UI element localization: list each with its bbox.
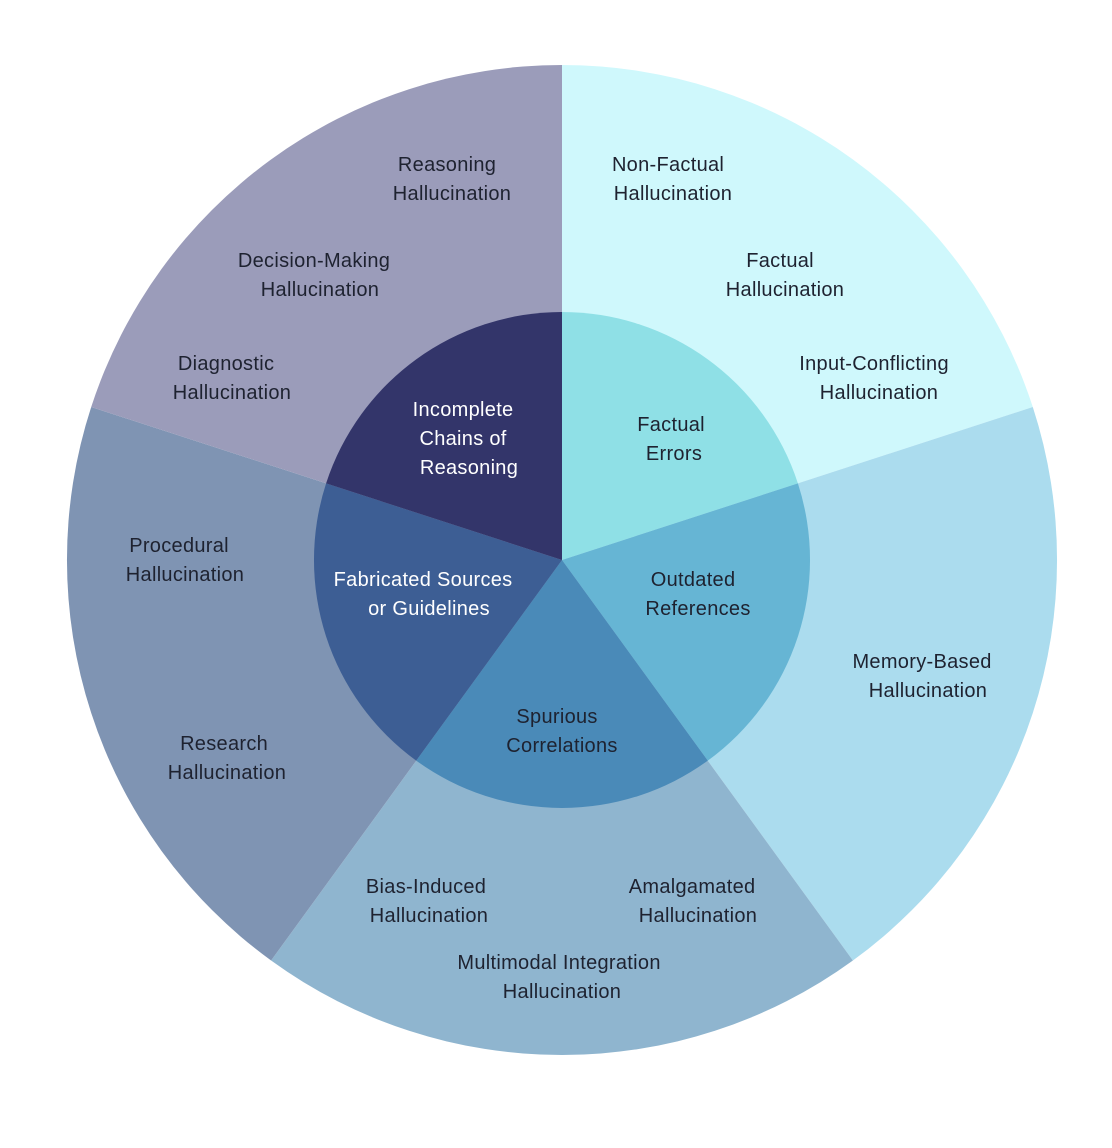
outer-label-reasoning-hallucination: Reasoning Hallucination [393, 154, 511, 205]
inner-sector-incomplete-chains [326, 312, 562, 560]
outer-label-non-factual-hallucination: Non-Factual Hallucination [612, 154, 732, 205]
inner-label-spurious-correlations: Spurious Correlations [506, 706, 617, 757]
outer-label-decision-making-hallucination: Decision-Making Hallucination [238, 250, 396, 301]
inner-label-incomplete-chains: Incomplete Chains of Reasoning [413, 399, 520, 479]
inner-sector-factual-errors [562, 312, 798, 560]
inner-sector-outdated-references [562, 483, 811, 761]
outer-label-factual-hallucination: Factual Hallucination [726, 250, 844, 301]
outer-label-multimodal-integration-hallucination: Multimodal Integration Hallucination [457, 952, 666, 1003]
inner-sector-fabricated-sources [313, 483, 562, 761]
inner-label-outdated-references: Outdated References [645, 569, 750, 620]
outer-label-research-hallucination: Research Hallucination [168, 733, 286, 784]
outer-label-input-conflicting-hallucination: Input-Conflicting Hallucination [799, 353, 954, 404]
inner-sector-spurious-correlations [416, 560, 708, 808]
inner-label-fabricated-sources: Fabricated Sources or Guidelines [334, 569, 519, 620]
outer-label-bias-induced-hallucination: Bias-Induced Hallucination [366, 876, 492, 927]
outer-label-memory-based-hallucination: Memory-Based Hallucination [852, 651, 997, 702]
inner-label-factual-errors: Factual Errors [637, 414, 711, 465]
outer-label-amalgamated-hallucination: Amalgamated Hallucination [629, 876, 762, 927]
outer-label-diagnostic-hallucination: Diagnostic Hallucination [173, 353, 291, 404]
outer-label-procedural-hallucination: Procedural Hallucination [126, 535, 244, 586]
